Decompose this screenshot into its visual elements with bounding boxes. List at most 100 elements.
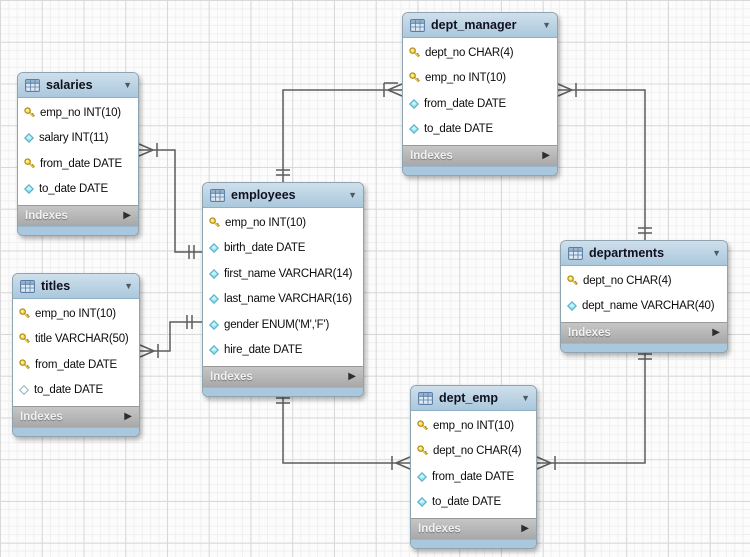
column-text: to_date DATE: [34, 384, 103, 397]
table-header[interactable]: departments ▼: [561, 241, 727, 266]
relationship-dept_manager-departments[interactable]: [557, 83, 652, 240]
column-text: to_date DATE: [432, 496, 501, 509]
column-text: dept_name VARCHAR(40): [582, 300, 715, 313]
table-icon: [410, 18, 425, 32]
column-row[interactable]: birth_date DATE: [203, 236, 363, 262]
table-footer: [403, 166, 557, 175]
collapse-arrow-icon[interactable]: ▼: [123, 79, 132, 90]
relationship-dept_emp-departments[interactable]: [536, 346, 652, 470]
expand-arrow-icon[interactable]: ▶: [123, 210, 131, 221]
expand-arrow-icon[interactable]: ▶: [712, 327, 720, 338]
table-columns: dept_no CHAR(4) emp_no INT(10) from_date D…: [403, 38, 557, 145]
indexes-bar[interactable]: Indexes ▶: [403, 145, 557, 166]
column-row[interactable]: emp_no INT(10): [403, 66, 557, 92]
indexes-bar[interactable]: Indexes▶: [18, 205, 138, 226]
collapse-arrow-icon[interactable]: ▼: [542, 19, 551, 30]
crow-foot-many-icon: [139, 344, 159, 358]
collapse-arrow-icon[interactable]: ▼: [348, 189, 357, 200]
cardinality-one-icon: [276, 397, 290, 404]
cardinality-one-icon: [186, 315, 193, 329]
table-header[interactable]: dept_manager▼: [403, 13, 557, 38]
column-row[interactable]: to_date DATE: [18, 177, 138, 203]
primary-key-icon: [24, 107, 35, 119]
column-text: emp_no INT(10): [433, 419, 514, 432]
not-null-column-icon: [24, 184, 34, 195]
column-row[interactable]: from_date DATE: [18, 151, 138, 177]
table-dept_emp[interactable]: dept_emp▼ emp_no INT(10) dept_no CHAR(4)fr…: [410, 385, 537, 549]
column-row[interactable]: last_name VARCHAR(16): [203, 287, 363, 313]
column-row[interactable]: emp_no INT(10): [18, 100, 138, 126]
collapse-arrow-icon[interactable]: ▼: [712, 247, 721, 258]
indexes-bar[interactable]: Indexes▶: [561, 322, 727, 343]
column-text: dept_no CHAR(4): [425, 46, 514, 59]
table-header[interactable]: titles▼: [13, 274, 139, 299]
expand-arrow-icon[interactable]: ▶: [124, 411, 132, 422]
table-name: departments: [589, 246, 665, 260]
column-row[interactable]: to_date DATE: [13, 378, 139, 404]
column-row[interactable]: salary INT(11): [18, 126, 138, 152]
table-icon: [210, 188, 225, 202]
column-row[interactable]: from_date DATE: [411, 464, 536, 490]
table-header[interactable]: dept_emp▼: [411, 386, 536, 411]
column-row[interactable]: emp_no INT(10): [411, 413, 536, 439]
primary-key-icon: [19, 359, 30, 371]
column-row[interactable]: from_date DATE: [403, 91, 557, 117]
indexes-bar[interactable]: Indexes▶: [203, 366, 363, 387]
collapse-arrow-icon[interactable]: ▼: [521, 392, 530, 403]
not-null-column-icon: [209, 319, 219, 330]
column-row[interactable]: hire_date DATE: [203, 338, 363, 364]
not-null-column-icon: [409, 124, 419, 135]
table-header[interactable]: salaries ▼: [18, 73, 138, 98]
table-icon: [418, 391, 433, 405]
primary-key-icon: [19, 308, 30, 320]
column-row[interactable]: to_date DATE: [411, 490, 536, 516]
column-row[interactable]: dept_no CHAR(4): [561, 268, 727, 294]
table-departments[interactable]: departments ▼ dept_no CHAR(4) dept_name VAR…: [560, 240, 728, 353]
cardinality-one-icon: [638, 353, 652, 360]
column-row[interactable]: first_name VARCHAR(14): [203, 261, 363, 287]
column-row[interactable]: dept_no CHAR(4): [403, 40, 557, 66]
primary-key-icon: [409, 72, 420, 84]
collapse-arrow-icon[interactable]: ▼: [124, 280, 133, 291]
expand-arrow-icon[interactable]: ▶: [348, 371, 356, 382]
column-row[interactable]: emp_no INT(10): [13, 301, 139, 327]
table-dept_manager[interactable]: dept_manager▼ dept_no CHAR(4) emp_no INT(1…: [402, 12, 558, 176]
expand-arrow-icon[interactable]: ▶: [521, 523, 529, 534]
not-null-column-icon: [209, 294, 219, 305]
column-row[interactable]: dept_no CHAR(4): [411, 439, 536, 465]
relationship-dept_manager-employees[interactable]: [276, 82, 403, 182]
relationship-line: [558, 89, 646, 240]
column-row[interactable]: from_date DATE: [13, 352, 139, 378]
relationship-line: [537, 346, 646, 464]
table-name: salaries: [46, 78, 93, 92]
column-text: from_date DATE: [35, 358, 117, 371]
column-row[interactable]: gender ENUM('M','F'): [203, 312, 363, 338]
indexes-label: Indexes: [410, 150, 453, 162]
column-row[interactable]: to_date DATE: [403, 117, 557, 143]
column-text: emp_no INT(10): [225, 216, 306, 229]
relationship-dept_emp-employees[interactable]: [276, 390, 411, 470]
column-row[interactable]: dept_name VARCHAR(40): [561, 294, 727, 320]
nullable-column-icon: [19, 385, 29, 396]
primary-key-icon: [567, 275, 578, 287]
indexes-bar[interactable]: Indexes▶: [13, 406, 139, 427]
column-text: first_name VARCHAR(14): [224, 267, 353, 280]
table-header[interactable]: employees▼: [203, 183, 363, 208]
column-row[interactable]: title VARCHAR(50): [13, 327, 139, 353]
column-row[interactable]: emp_no INT(10): [203, 210, 363, 236]
table-employees[interactable]: employees▼ emp_no INT(10) birth_date DATE f…: [202, 182, 364, 397]
relationship-salaries-employees[interactable]: [138, 143, 202, 259]
table-icon: [568, 246, 583, 260]
expand-arrow-icon[interactable]: ▶: [542, 150, 550, 161]
table-columns: emp_no INT(10) birth_date DATE first_name …: [203, 208, 363, 366]
table-footer: [18, 226, 138, 235]
column-text: emp_no INT(10): [40, 106, 121, 119]
indexes-bar[interactable]: Indexes▶: [411, 518, 536, 539]
column-text: emp_no INT(10): [425, 72, 506, 85]
table-salaries[interactable]: salaries ▼ emp_no INT(10) salary INT(11)fro…: [17, 72, 139, 236]
relationship-titles-employees[interactable]: [139, 315, 202, 358]
table-titles[interactable]: titles▼emp_no INT(10)title VARCHAR(50) fr…: [12, 273, 140, 437]
column-text: last_name VARCHAR(16): [224, 293, 352, 306]
column-text: gender ENUM('M','F'): [224, 318, 330, 331]
